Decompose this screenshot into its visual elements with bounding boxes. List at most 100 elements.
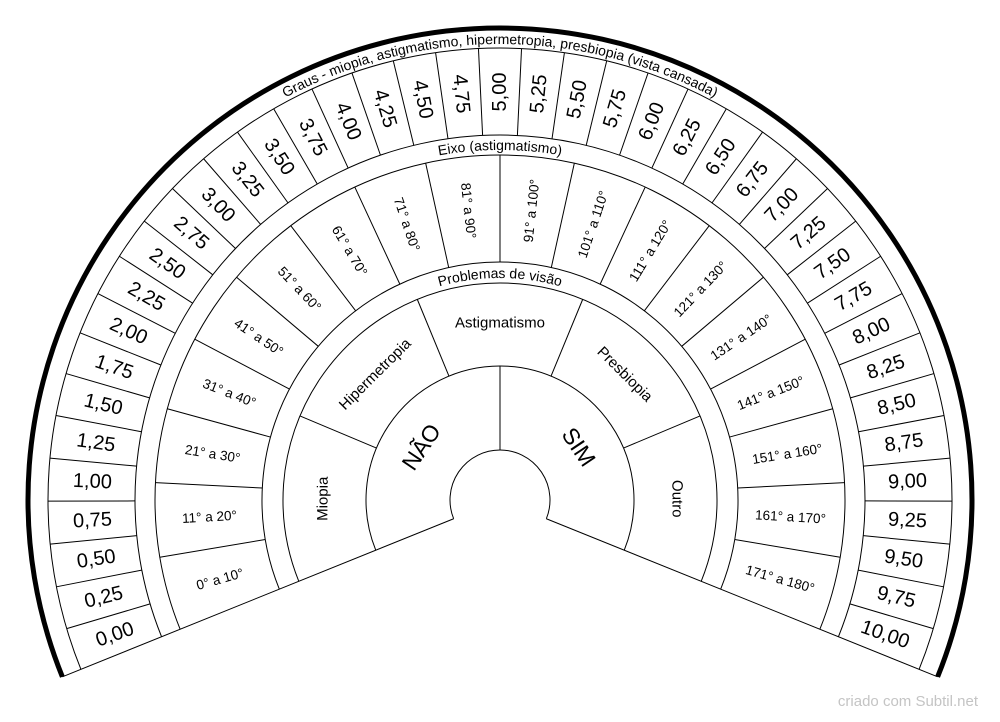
degree-value-divider — [50, 535, 137, 545]
axis-title: Eixo (astigmatismo) — [437, 137, 564, 158]
degree-value-divider — [97, 293, 176, 334]
answer-label: SIM — [557, 423, 601, 471]
degree-value-divider — [863, 457, 951, 467]
degree-value-divider — [351, 72, 381, 156]
problem-label: Outro — [668, 480, 685, 518]
degree-value-label: 6,00 — [634, 99, 669, 143]
axis-range-label: 151° a 160° — [751, 441, 823, 467]
degree-value-divider — [786, 220, 857, 276]
degree-value-label: 5,00 — [489, 73, 511, 112]
problems-title-text: Problemas de visão — [436, 265, 564, 289]
axis-range-divider — [167, 408, 271, 438]
degree-value-divider — [143, 220, 214, 276]
problems-title-ring-arc — [261, 261, 739, 590]
problem-label: Astigmatismo — [455, 315, 545, 332]
degree-value-divider — [850, 373, 935, 399]
footer-credit: criado com Subtil.net — [837, 693, 978, 710]
degree-value-divider — [66, 603, 151, 630]
axis-range-divider — [643, 225, 710, 312]
axis-range-divider — [159, 539, 266, 558]
problem-divider — [299, 415, 377, 449]
degree-value-divider — [55, 414, 142, 433]
axis-range-divider — [236, 276, 319, 347]
degree-value-label: 4,50 — [408, 78, 437, 120]
degree-value-label: 8,50 — [875, 389, 918, 419]
degree-value-divider — [651, 88, 689, 169]
degree-value-divider — [711, 131, 763, 204]
degree-value-label: 0,50 — [75, 545, 117, 572]
right-edge-line — [546, 518, 938, 678]
degree-value-divider — [56, 569, 142, 588]
axis-range-divider — [425, 162, 450, 268]
center-hole-arc — [449, 449, 551, 519]
degree-value-divider — [311, 88, 349, 169]
axis-range-label: 31° a 40° — [201, 376, 258, 410]
degree-value-label: 5,25 — [526, 73, 552, 114]
degree-value-divider — [119, 255, 193, 304]
degree-value-label: 2,00 — [106, 313, 151, 349]
axis-range-divider — [290, 225, 357, 312]
degree-value-divider — [65, 373, 150, 399]
degree-value-divider — [273, 108, 318, 185]
degree-value-label: 1,25 — [75, 429, 117, 456]
axis-range-divider — [681, 276, 764, 347]
degree-value-divider — [172, 188, 236, 249]
problem-divider — [550, 299, 584, 377]
degree-value-label: 5,50 — [563, 78, 592, 120]
axis-range-label: 121° a 130° — [671, 258, 731, 320]
degree-value-divider — [435, 52, 449, 139]
problems-title: Problemas de visão — [436, 265, 564, 289]
degree-value-divider — [824, 293, 903, 334]
degrees-ring-arc — [47, 47, 953, 670]
axis-range-divider — [737, 482, 845, 489]
degree-value-label: 3,25 — [227, 157, 268, 201]
degree-value-divider — [392, 60, 415, 146]
degree-value-divider — [49, 457, 137, 467]
axis-range-label: 11° a 20° — [182, 508, 238, 526]
degree-value-divider — [858, 414, 945, 433]
axis-range-label: 0° a 10° — [195, 565, 246, 593]
axis-range-label: 161° a 170° — [755, 507, 827, 526]
axis-range-label: 81° a 90° — [458, 182, 479, 239]
axis-range-label: 171° a 180° — [744, 562, 816, 596]
problem-label: Hipermetropia — [336, 335, 415, 414]
degree-value-label: 7,50 — [810, 244, 854, 284]
answer-label: NÃO — [397, 419, 446, 475]
axis-range-label: 71° a 80° — [391, 195, 423, 253]
problem-label: Miopia — [314, 476, 331, 521]
degree-value-divider — [807, 255, 881, 304]
degree-value-label: 7,25 — [787, 212, 831, 254]
degree-value-label: 7,00 — [761, 183, 804, 226]
axis-title-ring-arc — [134, 134, 866, 637]
outer-thick-arc — [25, 25, 975, 678]
axis-range-divider — [550, 162, 575, 268]
degree-value-label: 9,00 — [888, 470, 928, 494]
degree-value-divider — [838, 332, 921, 366]
degree-value-label: 3,00 — [197, 183, 240, 226]
degree-value-label: 4,00 — [331, 99, 366, 143]
degree-value-label: 8,75 — [883, 429, 925, 456]
degree-value-divider — [619, 72, 649, 156]
degree-value-label: 6,75 — [732, 157, 773, 201]
degree-value-divider — [849, 603, 934, 630]
axis-range-divider — [155, 482, 263, 489]
problem-divider — [623, 415, 701, 449]
problems-ring-arc — [282, 282, 718, 582]
axis-range-label: 111° a 120° — [626, 218, 674, 285]
degree-value-label: 8,25 — [864, 351, 908, 384]
axis-range-label: 91° a 100° — [521, 178, 543, 243]
degree-value-divider — [738, 158, 797, 225]
axis-range-label: 141° a 150° — [735, 373, 806, 413]
problem-label: Presbiopia — [594, 343, 657, 405]
degree-value-divider — [764, 188, 828, 249]
degree-value-divider — [203, 158, 262, 225]
axis-range-label: 131° a 140° — [708, 311, 775, 363]
degree-value-label: 8,00 — [849, 313, 894, 349]
degree-value-label: 0,00 — [93, 618, 137, 652]
degree-value-label: 1,50 — [82, 389, 125, 419]
degree-value-label: 0,75 — [73, 509, 113, 533]
left-edge-line — [62, 518, 454, 678]
degree-value-divider — [858, 569, 944, 588]
